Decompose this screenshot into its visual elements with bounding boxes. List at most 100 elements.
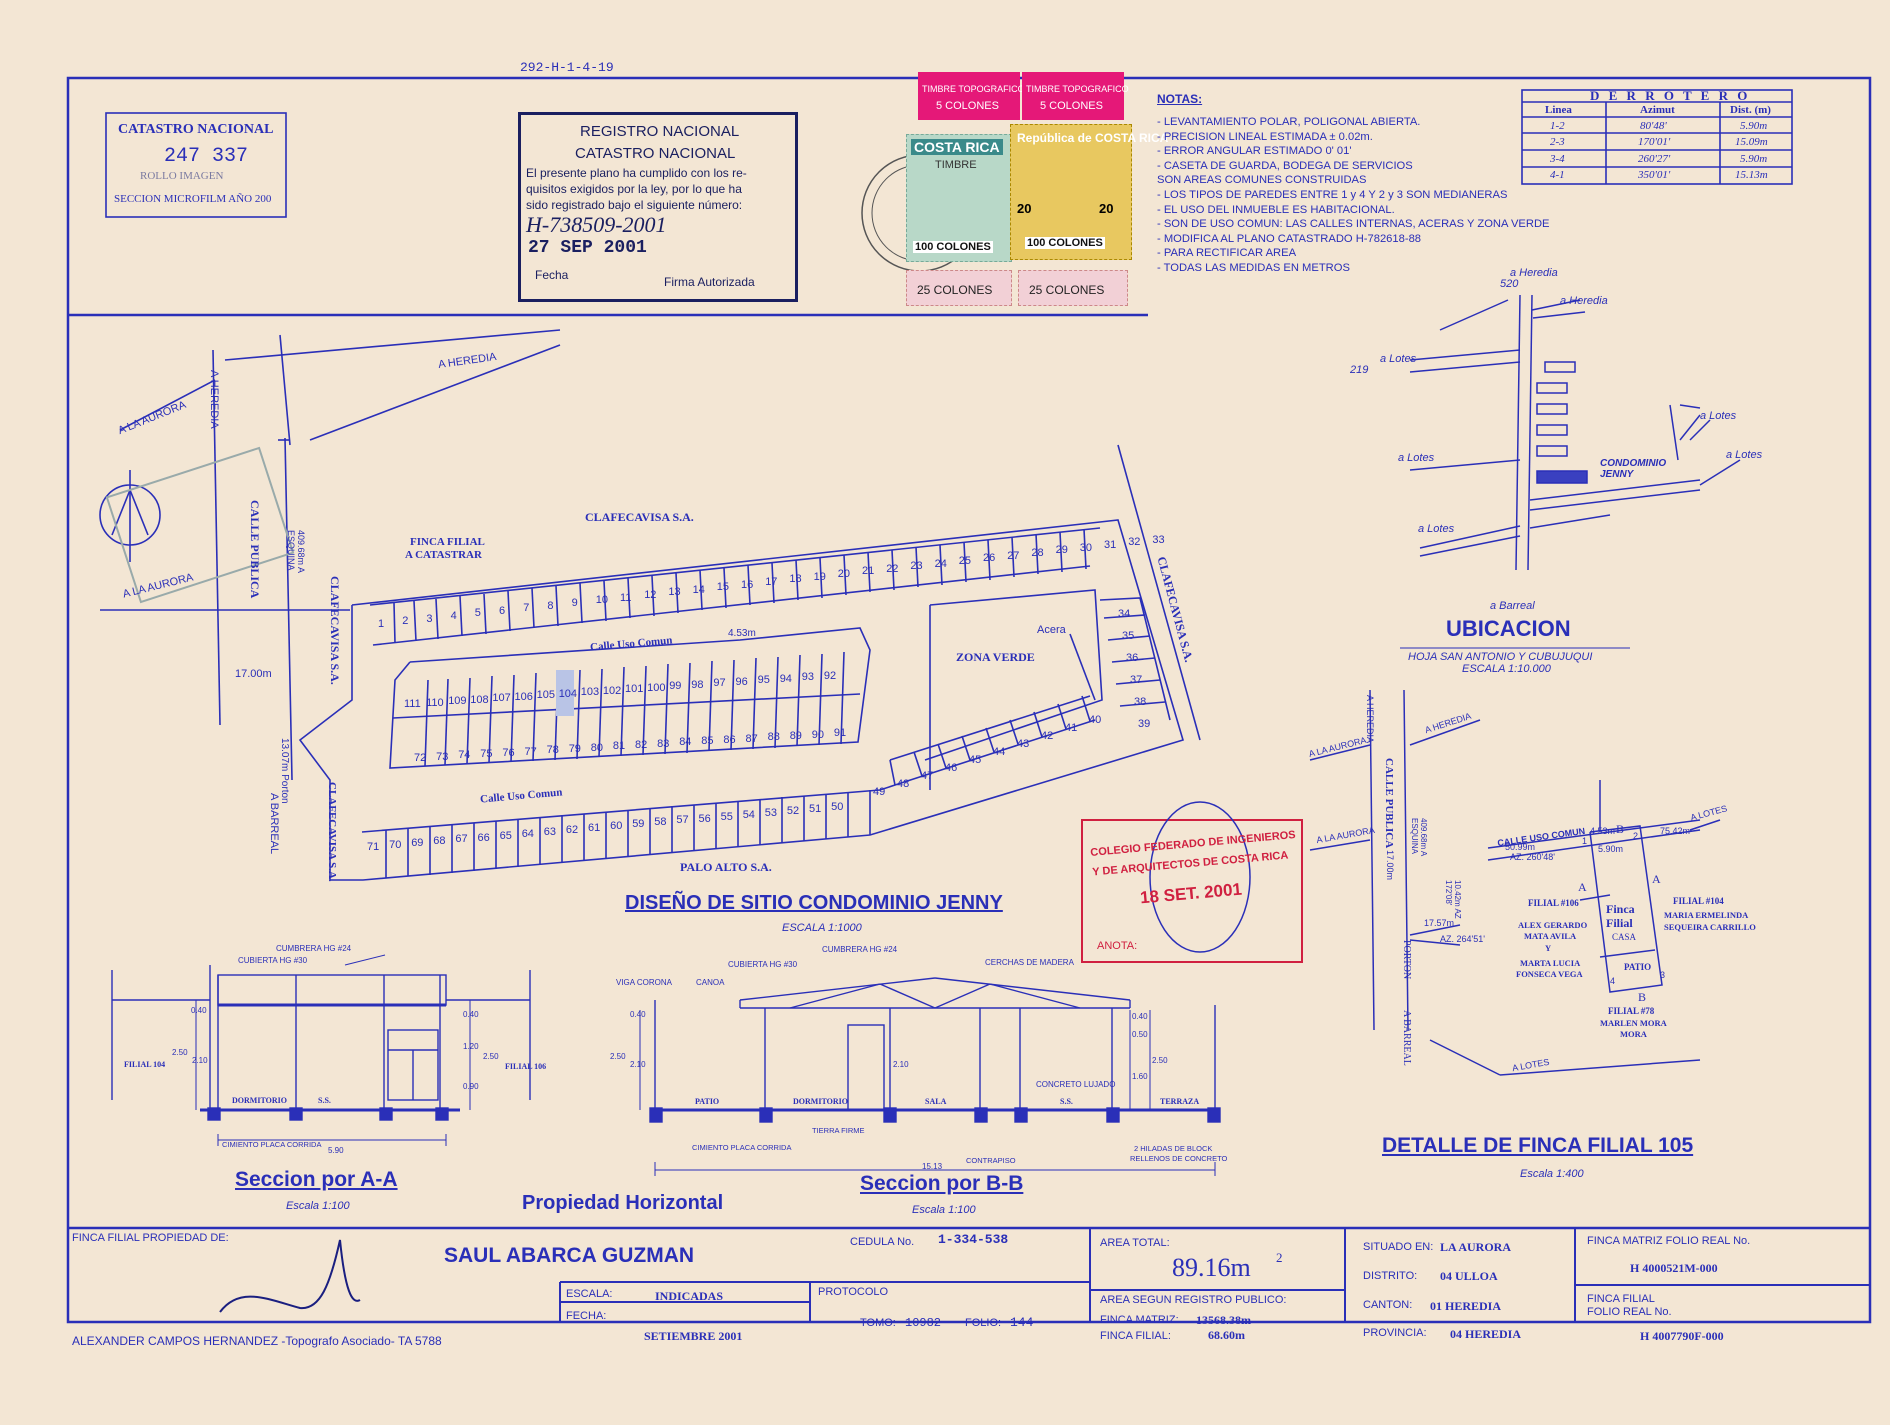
lot-number: 61 [588, 822, 601, 834]
aa-cumbrera: CUMBRERA HG #24 [276, 944, 352, 953]
derrotero-title: D E R R O T E R O [1590, 88, 1751, 103]
det-filial-104: FILIAL #104 [1673, 896, 1724, 906]
det-calle-publica: CALLE PUBLICA [1383, 758, 1395, 849]
site-palo-alto: PALO ALTO S.A. [680, 860, 772, 874]
det-owner-78b: MORA [1620, 1029, 1647, 1039]
ubic-lotes-3: a Lotes [1398, 452, 1435, 464]
notas-title: NOTAS: [1157, 92, 1203, 106]
registro-fecha-label: Fecha [535, 268, 569, 282]
bb-d250b: 2.50 [1152, 1056, 1168, 1065]
timbre-25-a: 25 COLONES [906, 270, 1012, 306]
aa-cubierta: CUBIERTA HG #30 [238, 956, 308, 965]
det-point-1: 1 [1582, 836, 1588, 846]
lot-number: 71 [367, 841, 380, 853]
site-esquina: 409.68m A ESQUINA [286, 530, 306, 573]
aa-d120: 1.20 [463, 1042, 479, 1051]
site-acera: Acera [1037, 624, 1066, 636]
nota-item: - TODAS LAS MEDIDAS EN METROS [1157, 261, 1350, 274]
det-az-2: AZ. 264'51' [1440, 934, 1485, 944]
lot-number: 14 [692, 583, 705, 596]
det-esquina: 409.68m A ESQUINA [1410, 818, 1428, 856]
lot-number: 56 [698, 812, 711, 825]
aa-filial-106: FILIAL 106 [505, 1062, 547, 1071]
lot-number: 81 [612, 740, 626, 753]
lot-number: 48 [897, 778, 910, 790]
lot-number: 6 [499, 604, 506, 617]
lot-number: 25 [958, 554, 972, 567]
tb-distrito-label: DISTRITO: [1363, 1270, 1418, 1282]
tb-finca-filial: 68.60m [1208, 1328, 1245, 1342]
lot-number: 7 [523, 602, 530, 615]
tb-fecha-label: FECHA: [566, 1310, 607, 1322]
lot-number: 107 [492, 692, 511, 704]
tb-ff: H 4007790F-000 [1640, 1329, 1724, 1343]
site-a-heredia-vertical: A HEREDIA [208, 370, 220, 429]
timbre2-value: 5 COLONES [1040, 100, 1103, 112]
tb-canton: 01 HEREDIA [1430, 1299, 1502, 1313]
tb-ff-label-1: FINCA FILIAL [1587, 1293, 1655, 1305]
site-clafecavisa-left: CLAFECAVISA S.A. [328, 576, 342, 685]
timbre-republica-100: República de COSTA RICA 20 20 100 COLONE… [1010, 124, 1168, 260]
lot-number: 24 [934, 557, 947, 570]
lot-number: 53 [764, 806, 778, 819]
det-casa: CASA [1612, 932, 1637, 942]
lot-number: 82 [635, 739, 648, 751]
ubicacion-title: UBICACION [1446, 616, 1571, 641]
bb-cubierta: CUBIERTA HG #30 [728, 960, 798, 969]
registro-title2: CATASTRO NACIONAL [575, 145, 736, 162]
lot-number: 98 [691, 678, 704, 691]
aa-filial-104: FILIAL 104 [124, 1060, 166, 1069]
det-finca: Finca [1606, 902, 1635, 916]
timbre6-value: 25 COLONES [1029, 283, 1105, 297]
lot-number: 84 [679, 736, 692, 749]
derrotero-cell: 350'01' [1638, 169, 1671, 181]
tb-area-sup: 2 [1276, 1250, 1283, 1265]
det-a-heredia-1: A HEREDIA [1365, 695, 1375, 744]
det-filial-106: FILIAL #106 [1528, 898, 1579, 908]
lot-number: 74 [458, 749, 471, 762]
ubic-condominio: CONDOMINIO JENNY [1600, 458, 1667, 480]
lot-number: 59 [632, 818, 645, 831]
timbre4-value: 100 COLONES [1025, 237, 1105, 249]
det-cut-a-left: A [1578, 880, 1587, 894]
lot-number: 67 [455, 833, 468, 846]
lot-number: 101 [625, 683, 644, 695]
bb-cerchas: CERCHAS DE MADERA [985, 958, 1074, 967]
det-cut-b-bottom: B [1638, 990, 1647, 1004]
lot-number: 8 [547, 599, 554, 612]
tb-finca-matriz: 13568.38m [1196, 1313, 1251, 1327]
lot-number: 31 [1104, 539, 1117, 552]
lot-number: 91 [833, 727, 847, 740]
lot-number: 29 [1055, 544, 1068, 557]
lot-number: 23 [910, 560, 923, 573]
lot-number: 20 [837, 568, 851, 581]
registro-firma-label: Firma Autorizada [664, 275, 755, 289]
lot-number: 78 [546, 744, 559, 757]
tb-tomo-label: TOMO: [860, 1317, 896, 1329]
lot-number: 86 [723, 733, 736, 746]
notas-list: - LEVANTAMIENTO POLAR, POLIGONAL ABIERTA… [1157, 115, 1617, 276]
site-porton: 13.07m Porton [279, 738, 290, 804]
lot-number: 110 [426, 696, 444, 709]
aa-d210: 2.10 [192, 1056, 208, 1065]
lot-number: 26 [983, 552, 996, 565]
tb-protocolo-label: PROTOCOLO [818, 1286, 889, 1298]
nota-item: - CASETA DE GUARDA, BODEGA DE SERVICIOS [1157, 159, 1413, 172]
lot-number: 45 [969, 754, 982, 766]
lot-number: 76 [502, 746, 515, 759]
lot-number: 3 [426, 612, 433, 625]
derrotero-cell: 80'48' [1640, 120, 1667, 132]
tb-surveyor: ALEXANDER CAMPOS HERNANDEZ -Topografo As… [72, 1334, 442, 1348]
aa-d090: 0.90 [463, 1082, 479, 1091]
det-dim-7542: 75.42m [1660, 826, 1691, 836]
lot-number: 88 [767, 731, 780, 744]
det-dim-590: 5.90m [1598, 844, 1624, 854]
tb-tomo: 10982 [905, 1316, 942, 1330]
lot-number: 33 [1152, 533, 1165, 546]
bb-concreto: CONCRETO LUJADO [1036, 1080, 1116, 1089]
registro-body1: El presente plano ha cumplido con los re… [526, 166, 747, 180]
tb-area: 89.16m [1172, 1253, 1251, 1282]
det-owner-106b: MATA AVILA [1524, 931, 1577, 941]
lot-number: 65 [499, 829, 512, 842]
